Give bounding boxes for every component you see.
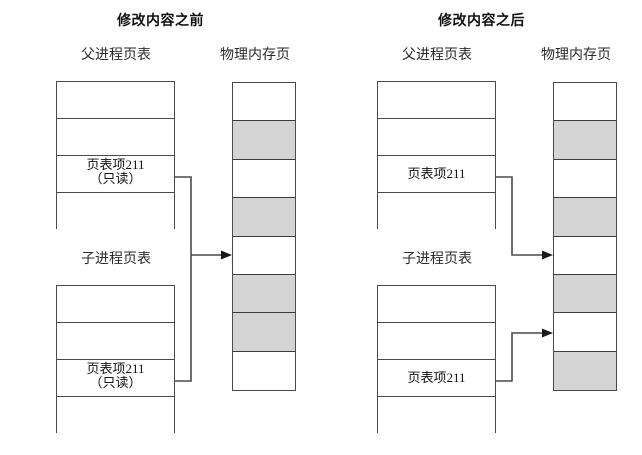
memory-cell-1: [233, 83, 295, 122]
connector-parent-to-memory: [496, 176, 546, 256]
connector-child-to-merge: [175, 255, 192, 382]
table-row-entry-211: 页表项211: [378, 360, 495, 397]
connector-parent-to-merge: [175, 176, 192, 255]
memory-cell-5: [233, 236, 295, 275]
memory-cell-8: [233, 351, 295, 391]
connector-child-to-memory: [496, 332, 546, 382]
child-page-table: 页表项211: [377, 285, 496, 434]
table-row: [378, 119, 495, 156]
page-table-entry-label: 页表项211: [407, 166, 466, 182]
panel-before-title: 修改内容之前: [117, 14, 204, 29]
memory-cell-2: [233, 121, 295, 160]
table-row: [57, 323, 174, 360]
page-table-entry-label: 页表项211: [86, 361, 145, 376]
memory-cell-6: [554, 274, 616, 314]
label-child-page-table: 子进程页表: [402, 252, 472, 267]
page-table-entry-permission: （只读）: [89, 170, 142, 186]
table-row: [57, 286, 174, 323]
child-page-table: 页表项211 （只读）: [56, 285, 175, 434]
page-table-entry-label: 页表项211: [407, 370, 466, 386]
memory-cell-4: [554, 198, 616, 237]
memory-cell-7: [233, 313, 295, 352]
table-row: [57, 193, 174, 230]
table-row-entry-211: 页表项211 （只读）: [57, 360, 174, 397]
parent-page-table: 页表项211: [377, 81, 496, 230]
memory-cell-8: [554, 351, 616, 391]
label-physical-memory: 物理内存页: [541, 48, 611, 63]
arrowhead-icon: [221, 250, 232, 260]
table-row: [378, 323, 495, 360]
arrowhead-icon: [542, 328, 553, 338]
table-row: [57, 82, 174, 119]
physical-memory-column: [232, 82, 296, 392]
memory-cell-2: [554, 121, 616, 160]
memory-cell-6: [233, 274, 295, 314]
label-parent-page-table: 父进程页表: [81, 48, 151, 63]
panel-before: 修改内容之前 父进程页表 物理内存页 子进程页表 页表项211 （只读） 页表项…: [56, 14, 296, 434]
label-child-page-table: 子进程页表: [81, 252, 151, 267]
arrowhead-icon: [542, 250, 553, 260]
label-parent-page-table: 父进程页表: [402, 48, 472, 63]
table-row: [378, 397, 495, 434]
memory-cell-5: [554, 236, 616, 275]
page-table-entry-permission: （只读）: [89, 374, 142, 390]
page-table-entry-label: 页表项211: [86, 157, 145, 172]
memory-cell-4: [233, 198, 295, 237]
table-row: [57, 397, 174, 434]
memory-cell-1: [554, 83, 616, 122]
table-row: [378, 193, 495, 230]
memory-cell-7: [554, 313, 616, 352]
memory-cell-3: [233, 159, 295, 199]
panel-after: 修改内容之后 父进程页表 物理内存页 子进程页表 页表项211 页表项211: [321, 0, 642, 455]
label-physical-memory: 物理内存页: [220, 48, 290, 63]
parent-page-table: 页表项211 （只读）: [56, 81, 175, 230]
physical-memory-column: [553, 82, 617, 392]
panel-after-title: 修改内容之后: [438, 14, 525, 29]
memory-cell-3: [554, 159, 616, 199]
table-row-entry-211: 页表项211 （只读）: [57, 156, 174, 193]
table-row-entry-211: 页表项211: [378, 156, 495, 193]
table-row: [378, 82, 495, 119]
table-row: [378, 286, 495, 323]
table-row: [57, 119, 174, 156]
